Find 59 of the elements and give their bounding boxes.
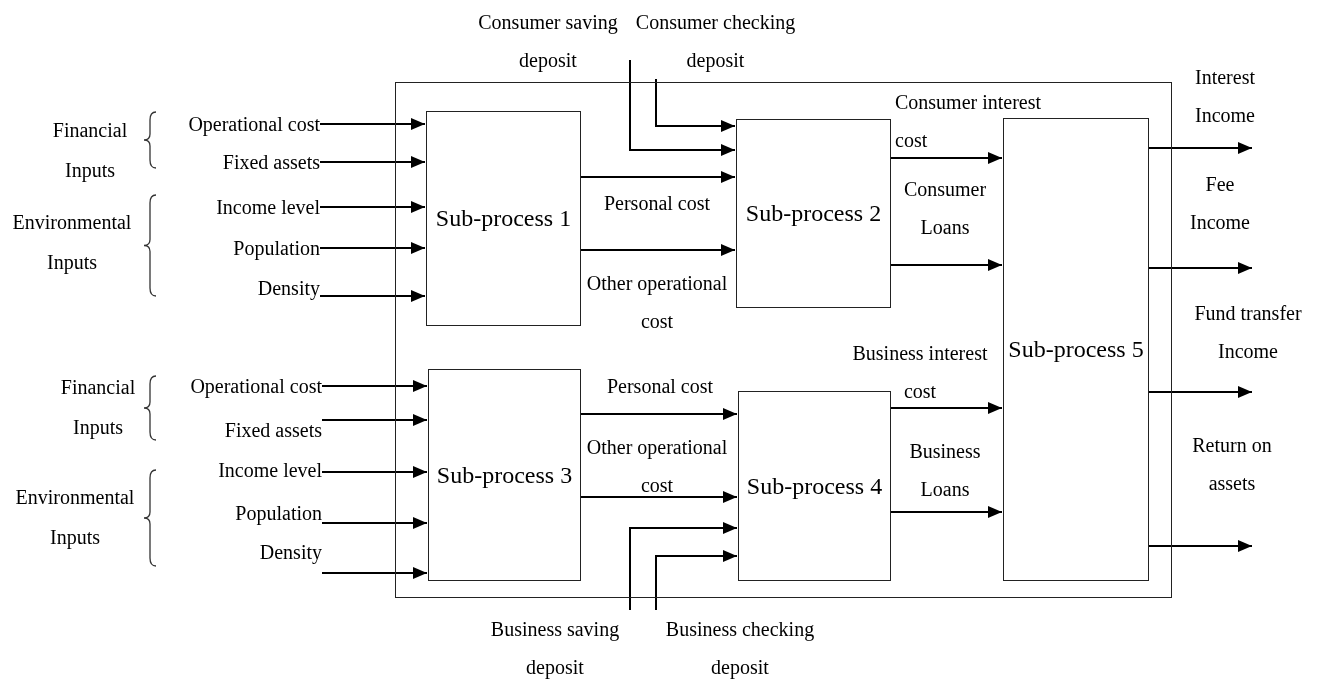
edge-label: Other operational cost xyxy=(585,435,729,498)
edge-label: Personal cost xyxy=(602,191,712,216)
edge-label: Consumer Loans xyxy=(902,177,988,240)
edge-label: Business interest cost xyxy=(851,341,989,404)
arrow xyxy=(1147,386,1253,398)
edge-label: Interest Income xyxy=(1194,65,1256,128)
process-title: Sub-process 5 xyxy=(1008,336,1144,363)
arrow xyxy=(579,491,738,503)
arrow xyxy=(321,414,428,426)
process-title: Sub-process 2 xyxy=(745,200,882,227)
process-box xyxy=(426,111,581,326)
group-label: Environmental Inputs xyxy=(11,210,133,276)
arrow xyxy=(321,567,428,579)
arrow xyxy=(579,171,736,183)
edge-label: Fee Income xyxy=(1189,172,1251,235)
deposit-label: Business saving deposit xyxy=(480,610,630,686)
deposit-label: Business checking deposit xyxy=(645,610,835,686)
arrow xyxy=(889,152,1003,164)
process-box xyxy=(736,119,891,308)
edge-label: Other operational cost xyxy=(585,271,729,334)
arrow xyxy=(319,242,426,254)
arrow xyxy=(321,380,428,392)
edge-label: Consumer interest cost xyxy=(895,90,1043,153)
deposit-label: Consumer saving deposit xyxy=(466,3,630,79)
process-box xyxy=(738,391,891,581)
input-label: Operational cost xyxy=(162,364,322,408)
edge-label: Personal cost xyxy=(605,374,715,399)
arrow xyxy=(319,290,426,302)
arrow xyxy=(889,402,1003,414)
arrow xyxy=(319,201,426,213)
arrow xyxy=(889,506,1003,518)
arrow xyxy=(579,408,738,420)
deposit-label: Consumer checking deposit xyxy=(633,3,798,79)
arrow xyxy=(579,244,736,256)
arrow xyxy=(1147,262,1253,274)
frame-box xyxy=(395,82,1172,598)
arrow xyxy=(1147,142,1253,154)
process-box xyxy=(428,369,581,581)
process-title: Sub-process 4 xyxy=(746,472,883,500)
group-label: Financial Inputs xyxy=(59,375,137,441)
arrow xyxy=(319,118,426,130)
arrow xyxy=(629,59,736,156)
arrow xyxy=(889,259,1003,271)
group-label: Environmental Inputs xyxy=(14,485,136,551)
arrow xyxy=(629,522,738,611)
group-label: Financial Inputs xyxy=(51,118,129,184)
edge-label: Fund transfer Income xyxy=(1193,301,1303,364)
arrow xyxy=(319,156,426,168)
input-label: Income level xyxy=(160,185,320,229)
edge-label: Business Loans xyxy=(908,439,982,502)
arrow xyxy=(655,550,738,611)
process-title: Sub-process 3 xyxy=(436,461,573,489)
arrow xyxy=(321,466,428,478)
edge-label: Return on assets xyxy=(1191,433,1273,496)
arrow xyxy=(655,78,736,132)
process-box xyxy=(1003,118,1149,581)
arrow xyxy=(1147,540,1253,552)
process-title: Sub-process 1 xyxy=(435,205,572,232)
arrow xyxy=(321,517,428,529)
